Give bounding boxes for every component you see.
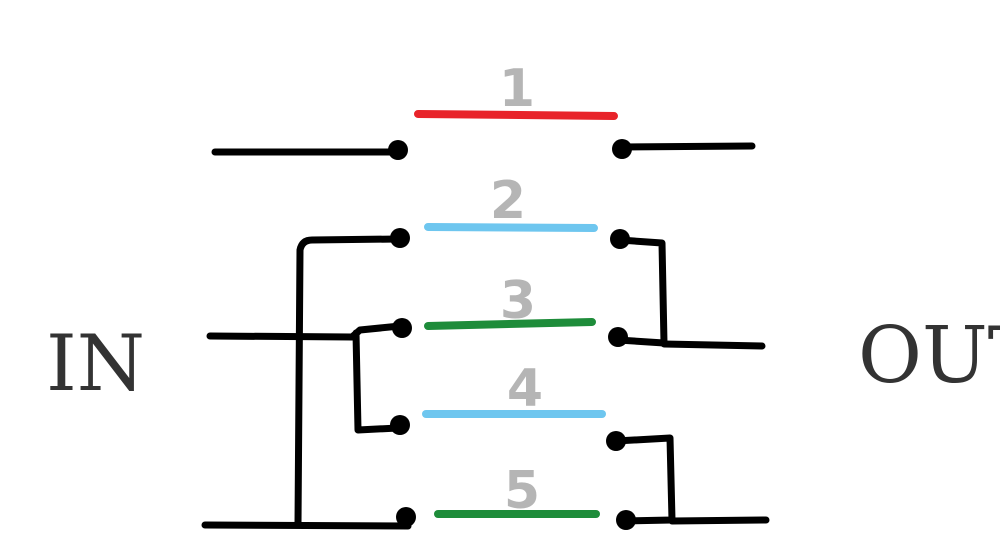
terminal-left-3 [392, 318, 412, 338]
left-vertical-bus [294, 235, 402, 528]
terminal-left-2 [390, 228, 410, 248]
switch-number-2: 2 [490, 171, 526, 231]
switch-number-5: 5 [504, 461, 540, 521]
switch-number-3: 3 [500, 271, 536, 331]
input-label: IN [46, 319, 145, 409]
switch-bar-1 [414, 110, 618, 120]
output-lead-wire [660, 340, 766, 350]
left-inner-loop [348, 322, 404, 434]
terminal-right-5 [616, 510, 636, 530]
input-lead-wire [206, 332, 356, 341]
right-upper-loop [614, 236, 668, 347]
bottom-input-wire [201, 521, 412, 530]
terminal-right-3 [608, 327, 628, 347]
switch-numbers: 1 2 3 4 5 [490, 59, 543, 521]
wiring [201, 142, 770, 530]
terminals [388, 139, 636, 530]
switch-number-4: 4 [507, 359, 543, 419]
output-label: OUT [858, 311, 1000, 401]
terminal-left-5 [396, 507, 416, 527]
terminal-left-1 [388, 140, 408, 160]
bottom-output-wire [668, 516, 770, 525]
switch-number-1: 1 [499, 59, 535, 119]
top-output-wire [618, 142, 756, 151]
switch-bar-2 [424, 223, 598, 232]
terminal-right-2 [610, 229, 630, 249]
terminal-right-4 [606, 431, 626, 451]
terminal-left-4 [390, 415, 410, 435]
switch-bar-3 [424, 318, 596, 330]
terminal-right-1 [612, 139, 632, 159]
right-lower-loop [612, 434, 676, 525]
switch-bars [414, 110, 618, 518]
